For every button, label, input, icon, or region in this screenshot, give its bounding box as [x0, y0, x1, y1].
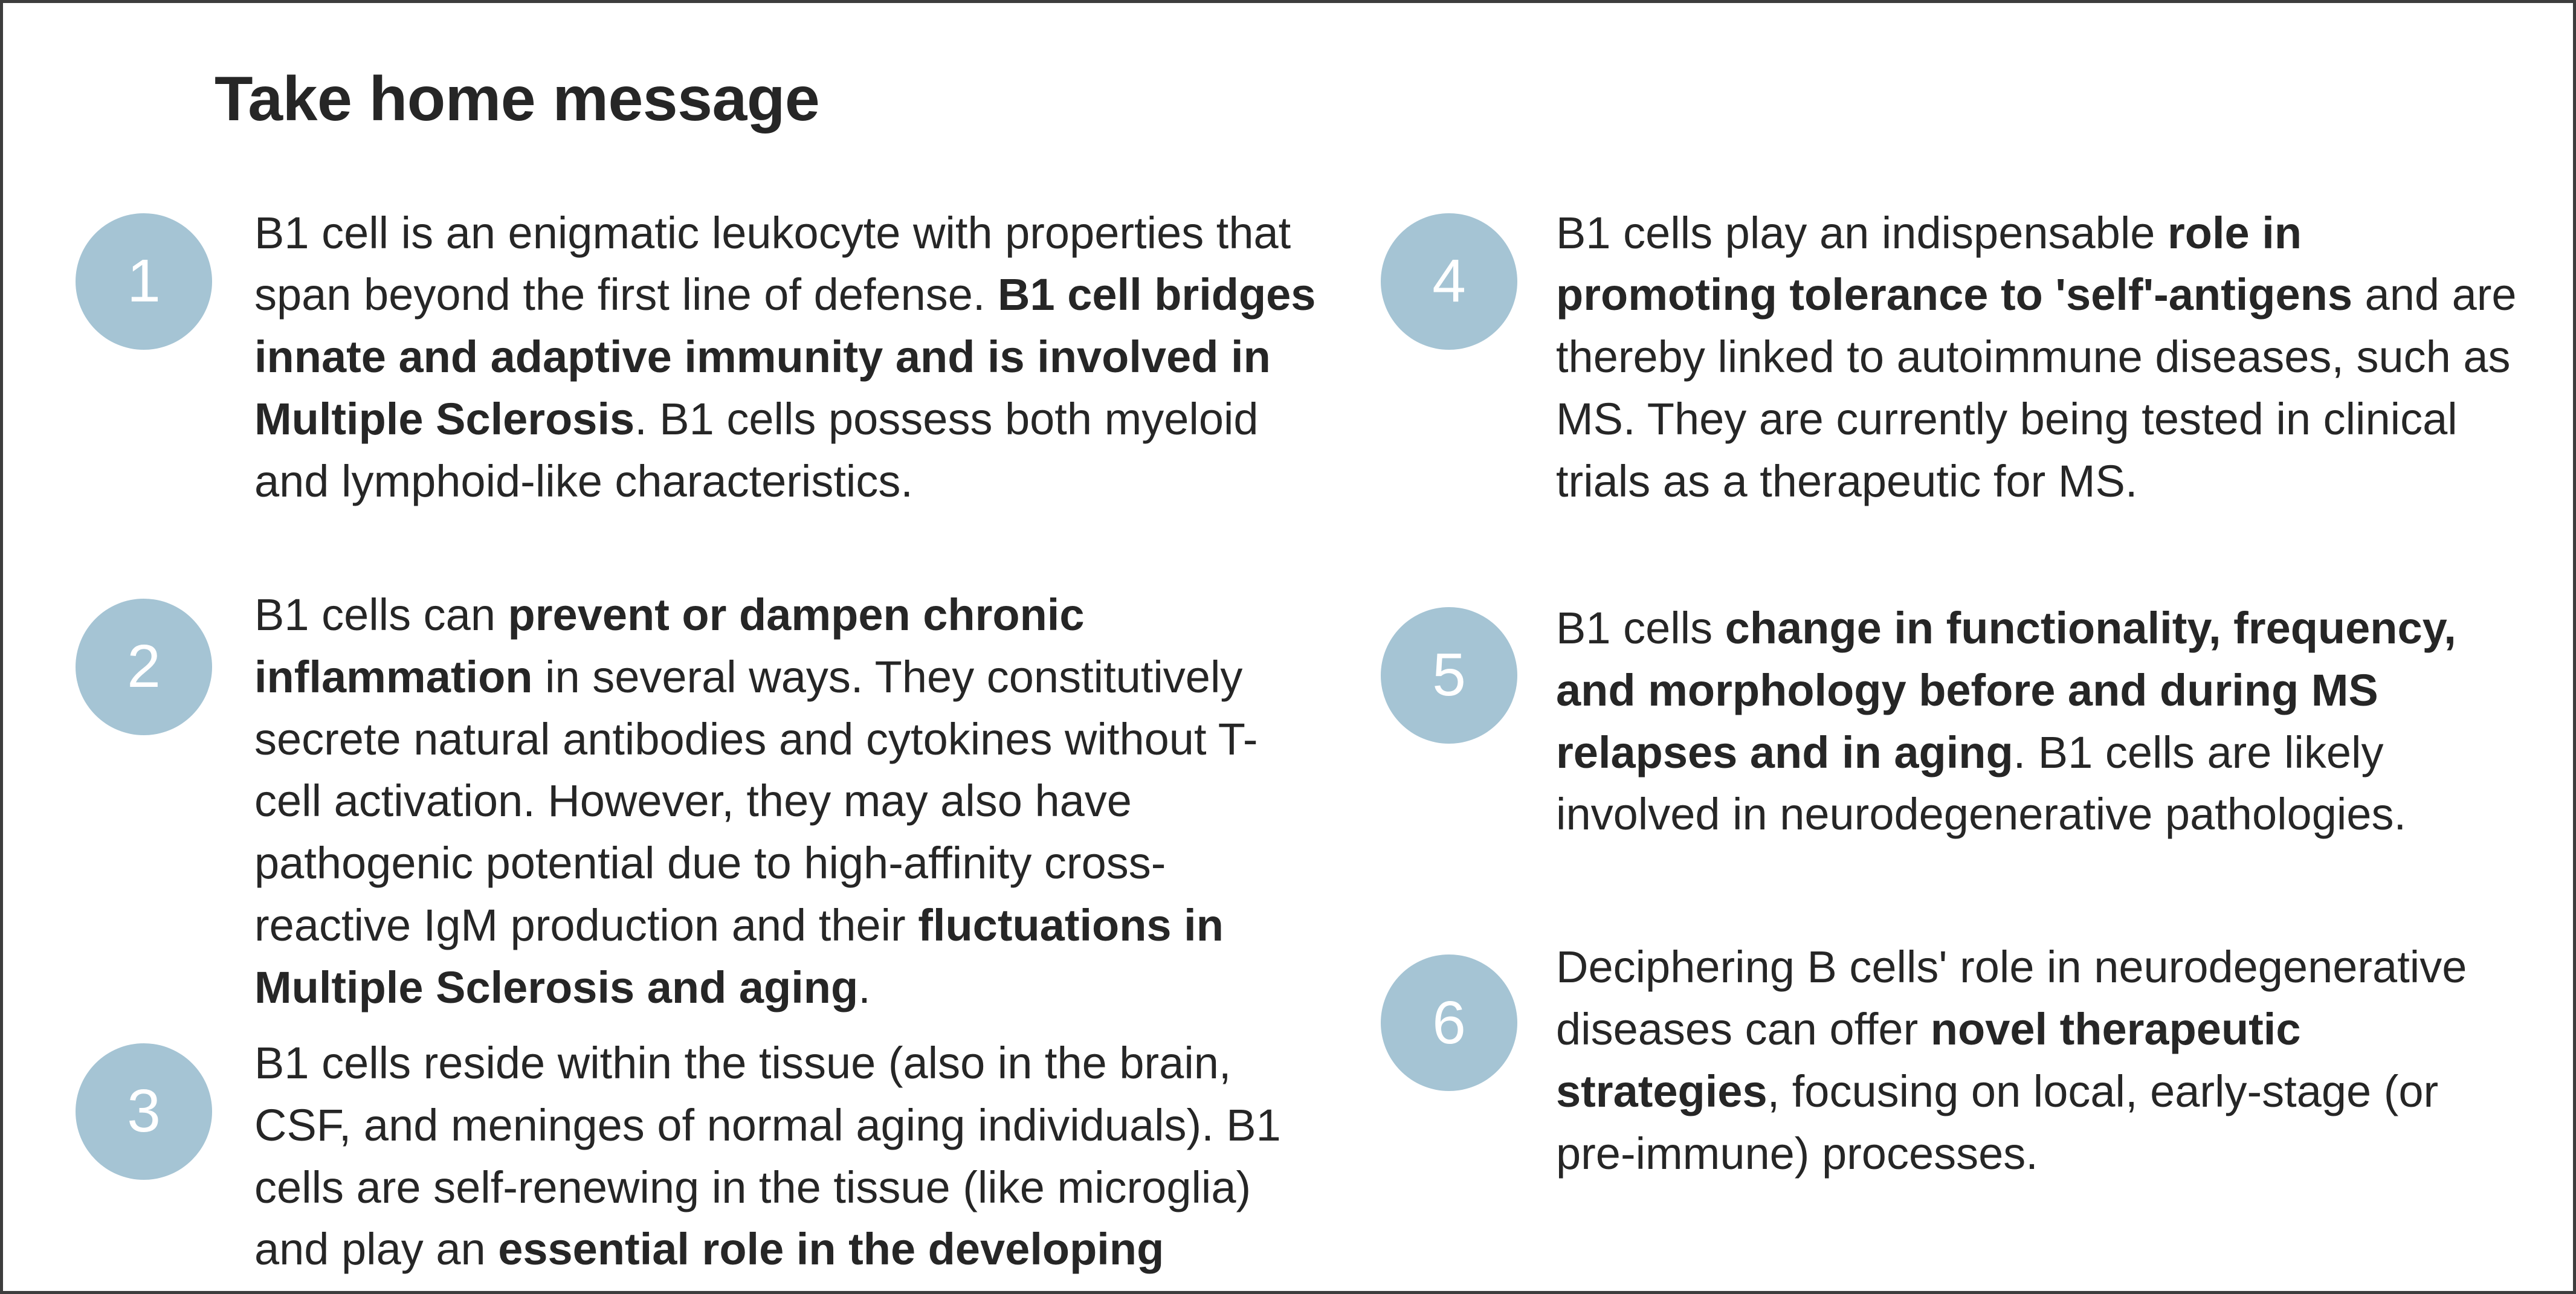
point-number-badge-5: 5 [1381, 607, 1517, 744]
points-column-right: 4 B1 cells play an indispensable role in… [1381, 202, 2523, 1185]
point-item-2: 2 B1 cells can prevent or dampen chronic… [76, 584, 1320, 1019]
point-item-6: 6 Deciphering B cells' role in neurodege… [1381, 936, 2523, 1185]
point-item-4: 4 B1 cells play an indispensable role in… [1381, 202, 2523, 513]
point-item-1: 1 B1 cell is an enigmatic leukocyte with… [76, 202, 1320, 513]
point-text-1: B1 cell is an enigmatic leukocyte with p… [254, 207, 1316, 507]
points-column-left: 1 B1 cell is an enigmatic leukocyte with… [76, 202, 1320, 1291]
point-number-badge-4: 4 [1381, 213, 1517, 350]
points-grid: 1 B1 cell is an enigmatic leukocyte with… [76, 202, 2517, 1291]
slide-content: Take home message 1 B1 cell is an enigma… [3, 3, 2573, 1291]
point-text-3: B1 cells reside within the tissue (also … [254, 1037, 1281, 1291]
point-text-6: Deciphering B cells' role in neurodegene… [1556, 942, 2467, 1179]
point-number-badge-2: 2 [76, 598, 212, 735]
page-title: Take home message [215, 64, 820, 134]
point-text-2: B1 cells can prevent or dampen chronic i… [254, 589, 1258, 1013]
point-text-5: B1 cells change in functionality, freque… [1556, 602, 2456, 840]
point-item-3: 3 B1 cells reside within the tissue (als… [76, 1032, 1320, 1291]
point-number-badge-6: 6 [1381, 954, 1517, 1092]
point-text-4: B1 cells play an indispensable role in p… [1556, 207, 2517, 507]
point-item-5: 5 B1 cells change in functionality, freq… [1381, 597, 2523, 846]
point-number-badge-3: 3 [76, 1043, 212, 1180]
point-number-badge-1: 1 [76, 213, 212, 350]
